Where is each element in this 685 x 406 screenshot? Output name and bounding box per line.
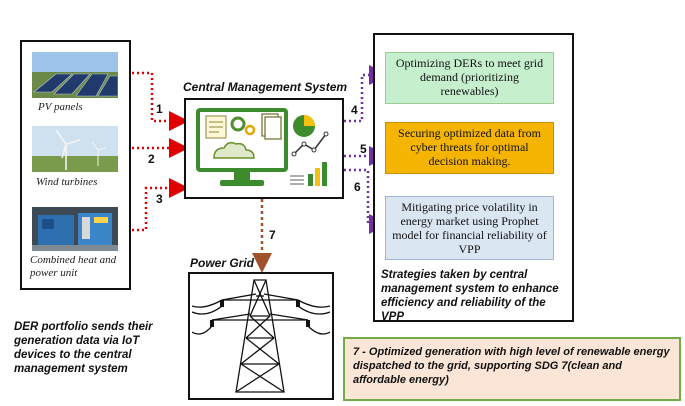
strategies-caption: Strategies taken by central management s… (381, 269, 559, 323)
strategy-text-2: Securing optimized data from cyber threa… (398, 126, 541, 168)
der-source-label-wind: Wind turbines (36, 176, 98, 188)
arrow-label-1: 1 (156, 102, 163, 116)
strategy-card-2: Securing optimized data from cyber threa… (385, 122, 554, 174)
computer-monitor-dashboard-icon (192, 104, 338, 194)
cms-box (184, 98, 344, 199)
wind-turbine-photo (32, 126, 118, 172)
strategy-text-1: Optimizing DERs to meet grid demand (pri… (395, 56, 544, 98)
strategy-text-3: Mitigating price volatility in energy ma… (392, 200, 547, 256)
transmission-tower-icon (191, 276, 331, 396)
der-portfolio-box: PV panels Wind turbines (20, 40, 131, 290)
der-source-label-pv: PV panels (38, 101, 83, 113)
strategy-card-1: Optimizing DERs to meet grid demand (pri… (385, 52, 554, 104)
grid-title: Power Grid (190, 256, 255, 270)
strategy-card-3: Mitigating price volatility in energy ma… (385, 196, 554, 260)
arrow-label-4: 4 (351, 103, 358, 117)
arrow-1 (112, 71, 189, 131)
sdg-note-text: 7 - Optimized generation with high level… (353, 346, 670, 386)
arrow-label-6: 6 (354, 180, 361, 194)
solar-panel-photo (32, 52, 119, 98)
chp-unit-photo (32, 207, 118, 251)
power-grid-box (188, 272, 334, 400)
sdg-note-box: 7 - Optimized generation with high level… (343, 337, 681, 401)
cms-title: Central Management System (183, 80, 348, 94)
der-caption: DER portfolio sends their generation dat… (14, 321, 153, 375)
der-source-label-chp: Combined heat and power unit (30, 254, 117, 279)
arrow-label-2: 2 (148, 152, 155, 166)
arrow-label-3: 3 (156, 192, 163, 206)
arrow-label-7: 7 (269, 228, 276, 242)
arrow-label-5: 5 (360, 142, 367, 156)
